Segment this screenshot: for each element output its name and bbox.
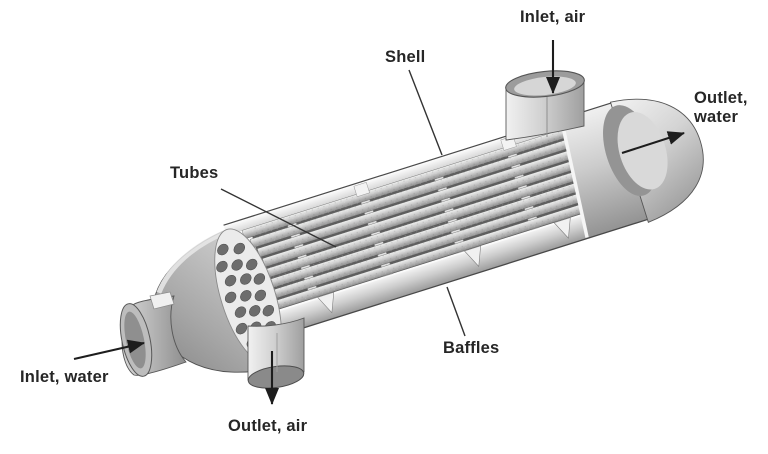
- baffle-top-notches: [353, 135, 517, 198]
- water-inlet-notch: [149, 291, 175, 310]
- air-inlet-inner-wall: [514, 76, 576, 96]
- shell-bottom-edge: [256, 217, 654, 344]
- label-tubes: Tubes: [170, 164, 219, 182]
- label-baffles: Baffles: [443, 339, 500, 357]
- label-outlet-water-line1: Outlet,: [694, 89, 748, 107]
- label-outlet-water: Outlet, water: [694, 89, 748, 127]
- label-outlet-water-line2: water: [694, 108, 739, 126]
- left-cap-flange-highlight: [156, 228, 229, 294]
- tubes-leader-line: [220, 188, 337, 248]
- cutaway-edge-highlight: [559, 119, 589, 238]
- annotation-leader-lines: [220, 69, 466, 337]
- baffles-leader-line: [446, 286, 466, 337]
- heat-exchanger-body: [153, 98, 704, 373]
- air-inlet-nozzle: [505, 70, 585, 141]
- label-inlet-water: Inlet, water: [20, 368, 109, 386]
- shell-closed-section: [561, 101, 654, 239]
- inlet-water-arrow-icon: [73, 339, 145, 361]
- air-outlet-opening: [247, 365, 305, 389]
- label-shell: Shell: [385, 48, 426, 66]
- flow-arrows: [73, 40, 685, 405]
- label-outlet-air: Outlet, air: [228, 417, 308, 435]
- shell-bottom-wall: [264, 192, 657, 338]
- baffle-bottom-tabs: [317, 217, 571, 314]
- air-outlet-nozzle: [247, 317, 305, 389]
- tube-texture: [249, 129, 589, 311]
- outlet-water-arrow-icon: [621, 131, 685, 154]
- right-cap-outer-surface: [617, 112, 668, 190]
- shell-leader-line: [408, 69, 443, 156]
- water-inlet-nozzle: [119, 291, 187, 377]
- label-inlet-air: Inlet, air: [520, 8, 586, 26]
